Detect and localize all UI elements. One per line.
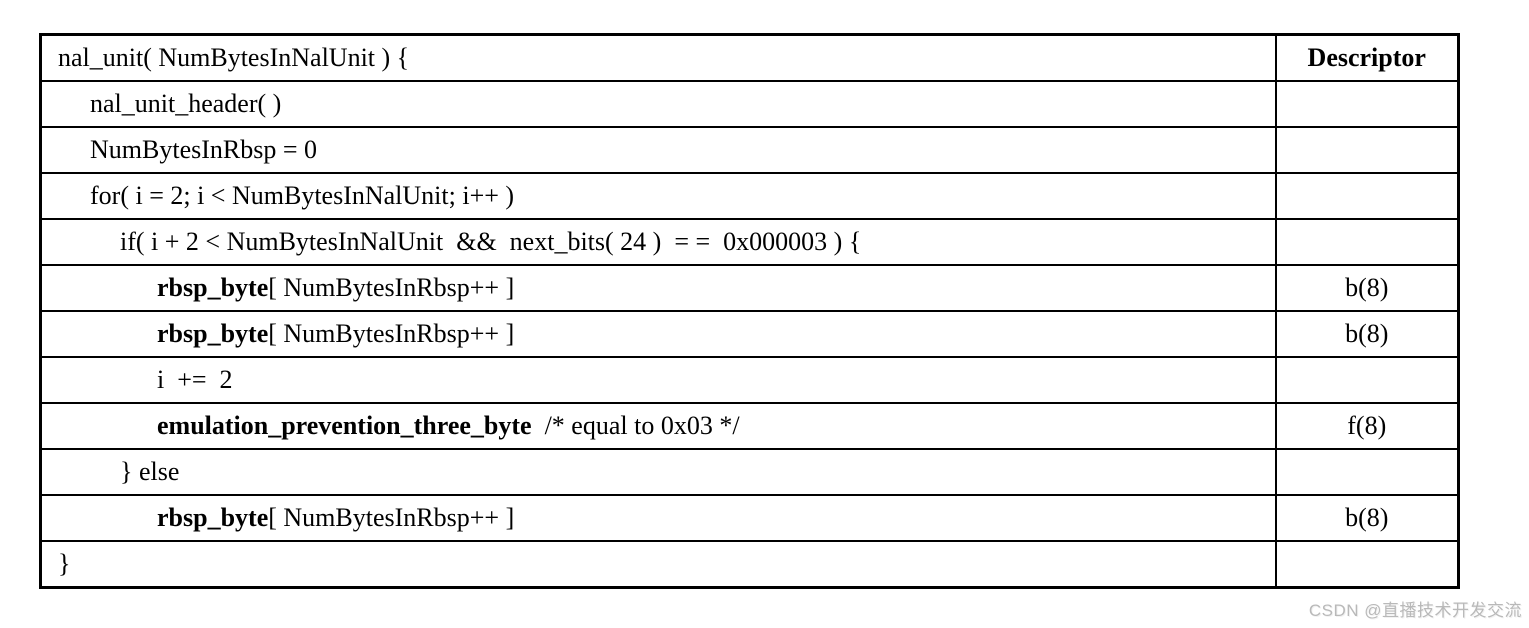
syntax-cell: rbsp_byte[ NumBytesInRbsp++ ] bbox=[39, 310, 1277, 358]
syntax-element-name: rbsp_byte bbox=[157, 319, 269, 349]
syntax-element-name: rbsp_byte bbox=[157, 273, 269, 303]
syntax-cell: } bbox=[39, 540, 1277, 589]
table-body: nal_unit( NumBytesInNalUnit ) {Descripto… bbox=[39, 33, 1460, 589]
table-row: i += 2 bbox=[39, 356, 1460, 404]
descriptor-cell: b(8) bbox=[1274, 264, 1460, 312]
descriptor-cell bbox=[1274, 172, 1460, 220]
table-row: NumBytesInRbsp = 0 bbox=[39, 126, 1460, 174]
table-row: if( i + 2 < NumBytesInNalUnit && next_bi… bbox=[39, 218, 1460, 266]
descriptor-cell bbox=[1274, 448, 1460, 496]
syntax-cell: for( i = 2; i < NumBytesInNalUnit; i++ ) bbox=[39, 172, 1277, 220]
table-row: } else bbox=[39, 448, 1460, 496]
table-row: rbsp_byte[ NumBytesInRbsp++ ]b(8) bbox=[39, 310, 1460, 358]
descriptor-cell bbox=[1274, 80, 1460, 128]
nal-unit-syntax-table: nal_unit( NumBytesInNalUnit ) {Descripto… bbox=[39, 33, 1460, 589]
table-row: nal_unit_header( ) bbox=[39, 80, 1460, 128]
descriptor-cell bbox=[1274, 356, 1460, 404]
descriptor-cell bbox=[1274, 126, 1460, 174]
syntax-cell: i += 2 bbox=[39, 356, 1277, 404]
syntax-element-name: rbsp_byte bbox=[157, 503, 269, 533]
syntax-cell: if( i + 2 < NumBytesInNalUnit && next_bi… bbox=[39, 218, 1277, 266]
syntax-cell: nal_unit( NumBytesInNalUnit ) { bbox=[39, 33, 1277, 82]
syntax-cell: NumBytesInRbsp = 0 bbox=[39, 126, 1277, 174]
syntax-cell: nal_unit_header( ) bbox=[39, 80, 1277, 128]
table-row: rbsp_byte[ NumBytesInRbsp++ ]b(8) bbox=[39, 264, 1460, 312]
descriptor-cell: b(8) bbox=[1274, 494, 1460, 542]
descriptor-cell: f(8) bbox=[1274, 402, 1460, 450]
descriptor-cell: b(8) bbox=[1274, 310, 1460, 358]
csdn-watermark: CSDN @直播技术开发交流 bbox=[1308, 601, 1522, 620]
table-row: emulation_prevention_three_byte /* equal… bbox=[39, 402, 1460, 450]
table-row: nal_unit( NumBytesInNalUnit ) {Descripto… bbox=[39, 33, 1460, 82]
syntax-cell: rbsp_byte[ NumBytesInRbsp++ ] bbox=[39, 264, 1277, 312]
table-row: } bbox=[39, 540, 1460, 589]
syntax-element-name: emulation_prevention_three_byte bbox=[157, 411, 532, 441]
table-row: for( i = 2; i < NumBytesInNalUnit; i++ ) bbox=[39, 172, 1460, 220]
descriptor-cell bbox=[1274, 540, 1460, 589]
syntax-cell: emulation_prevention_three_byte /* equal… bbox=[39, 402, 1277, 450]
syntax-cell: } else bbox=[39, 448, 1277, 496]
syntax-cell: rbsp_byte[ NumBytesInRbsp++ ] bbox=[39, 494, 1277, 542]
descriptor-cell bbox=[1274, 218, 1460, 266]
descriptor-header-cell: Descriptor bbox=[1274, 33, 1460, 82]
table-row: rbsp_byte[ NumBytesInRbsp++ ]b(8) bbox=[39, 494, 1460, 542]
